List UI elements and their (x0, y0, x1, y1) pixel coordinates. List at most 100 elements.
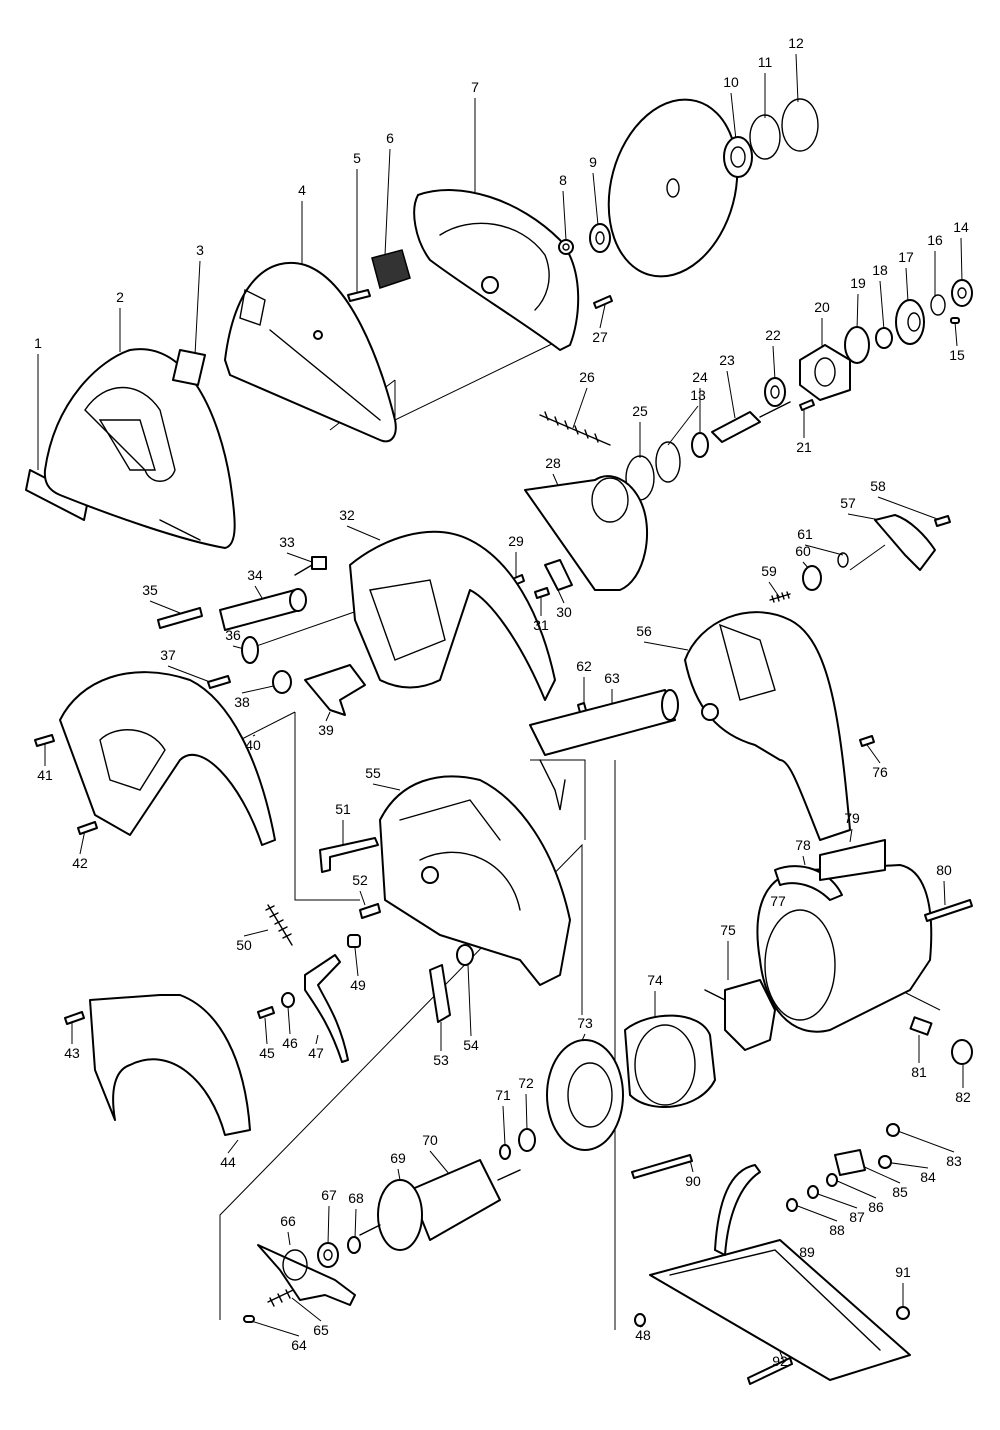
callout-92: 92 (772, 1353, 788, 1369)
callout-47: 47 (308, 1045, 324, 1061)
callout-5: 5 (353, 150, 361, 166)
part-56-housing (684, 611, 851, 841)
callout-56: 56 (636, 623, 652, 639)
callout-73: 73 (577, 1015, 593, 1031)
callout-69: 69 (390, 1150, 406, 1166)
callout-3: 3 (196, 242, 204, 258)
leader-line-69 (397, 1168, 401, 1181)
part-63-tube (529, 689, 679, 811)
callout-72: 72 (518, 1075, 534, 1091)
part-84-nut (878, 1155, 892, 1169)
part-13-ring (655, 441, 681, 483)
part-18-bearing (875, 327, 893, 349)
callout-54: 54 (463, 1037, 479, 1053)
leader-line-47 (315, 1034, 319, 1045)
callout-24: 24 (692, 369, 708, 385)
part-40-handle-cover (59, 671, 276, 846)
part-34-cord-guard (219, 588, 307, 631)
part-70-armature (359, 1159, 521, 1251)
leader-line-49 (354, 947, 359, 977)
callout-8: 8 (559, 172, 567, 188)
leader-line-80 (943, 880, 946, 906)
callout-27: 27 (592, 329, 608, 345)
part-71-washer (499, 1144, 511, 1160)
callout-30: 30 (556, 604, 572, 620)
part-90-screw (631, 1154, 693, 1179)
part-91-nut (896, 1306, 910, 1320)
part-79-name-plate (819, 839, 886, 881)
part-44-lower-guard (89, 994, 251, 1136)
callout-65: 65 (313, 1322, 329, 1338)
leader-line-15 (954, 321, 958, 347)
leader-line-66 (287, 1231, 291, 1246)
part-82-brush-cap (951, 1039, 973, 1065)
part-87-washer (807, 1185, 819, 1199)
part-51-lock-bar (319, 837, 379, 873)
part-23-spindle (711, 401, 791, 443)
part-81-carbon-brush (909, 1016, 933, 1036)
part-15-key (950, 317, 960, 324)
leader-line-58 (877, 496, 941, 521)
part-49-pin (347, 934, 361, 948)
part-43-screw (64, 1011, 85, 1025)
callout-18: 18 (872, 262, 888, 278)
callout-10: 10 (723, 74, 739, 90)
part-14-bearing (951, 279, 973, 307)
callout-74: 74 (647, 972, 663, 988)
callout-43: 43 (64, 1045, 80, 1061)
part-76-screw (859, 735, 875, 747)
leader-line-84 (884, 1161, 929, 1169)
callout-4: 4 (298, 182, 306, 198)
part-92-bolt (747, 1357, 793, 1385)
part-61-ring (837, 552, 849, 568)
callout-87: 87 (849, 1209, 865, 1225)
callout-49: 49 (350, 977, 366, 993)
callout-41: 41 (37, 767, 53, 783)
part-74-field (624, 1014, 716, 1108)
callout-35: 35 (142, 582, 158, 598)
part-52-screw (359, 903, 381, 919)
callout-75: 75 (720, 922, 736, 938)
callout-83: 83 (946, 1153, 962, 1169)
leader-line-35 (149, 600, 181, 614)
callout-81: 81 (911, 1064, 927, 1080)
part-86-washer (826, 1173, 838, 1187)
part-4-inner-cover (224, 261, 397, 443)
callout-46: 46 (282, 1035, 298, 1051)
leader-line-59 (768, 581, 781, 599)
leader-line-26 (572, 387, 588, 429)
callout-52: 52 (352, 872, 368, 888)
part-12-retaining-ring (781, 98, 819, 152)
leader-line-71 (502, 1105, 506, 1146)
leader-line-13 (667, 405, 699, 446)
callout-63: 63 (604, 670, 620, 686)
leader-line-18 (879, 280, 885, 331)
leader-line-64 (247, 1319, 300, 1337)
callout-61: 61 (797, 526, 813, 542)
callout-76: 76 (872, 764, 888, 780)
leader-line-56 (643, 641, 689, 651)
callout-86: 86 (868, 1199, 884, 1215)
callout-17: 17 (898, 249, 914, 265)
leader-line-8 (562, 190, 567, 241)
leader-line-38 (241, 684, 279, 694)
leader-line-88 (794, 1204, 838, 1222)
part-88-washer (786, 1198, 798, 1212)
callout-14: 14 (953, 219, 969, 235)
part-7-blade-case (413, 189, 580, 351)
leader-line-57 (847, 513, 881, 521)
callout-77: 77 (770, 893, 786, 909)
leader-line-3 (194, 260, 201, 356)
callout-62: 62 (576, 658, 592, 674)
callout-36: 36 (225, 627, 241, 643)
leader-line-6 (384, 148, 391, 256)
part-60-knob (802, 565, 822, 591)
part-6-pad (371, 249, 411, 289)
leader-line-55 (372, 783, 401, 791)
callout-31: 31 (533, 617, 549, 633)
leader-line-85 (859, 1164, 901, 1184)
leader-line-67 (327, 1205, 330, 1245)
leader-line-78 (802, 855, 806, 866)
part-20-bearing-box (799, 344, 851, 401)
callout-9: 9 (589, 154, 597, 170)
